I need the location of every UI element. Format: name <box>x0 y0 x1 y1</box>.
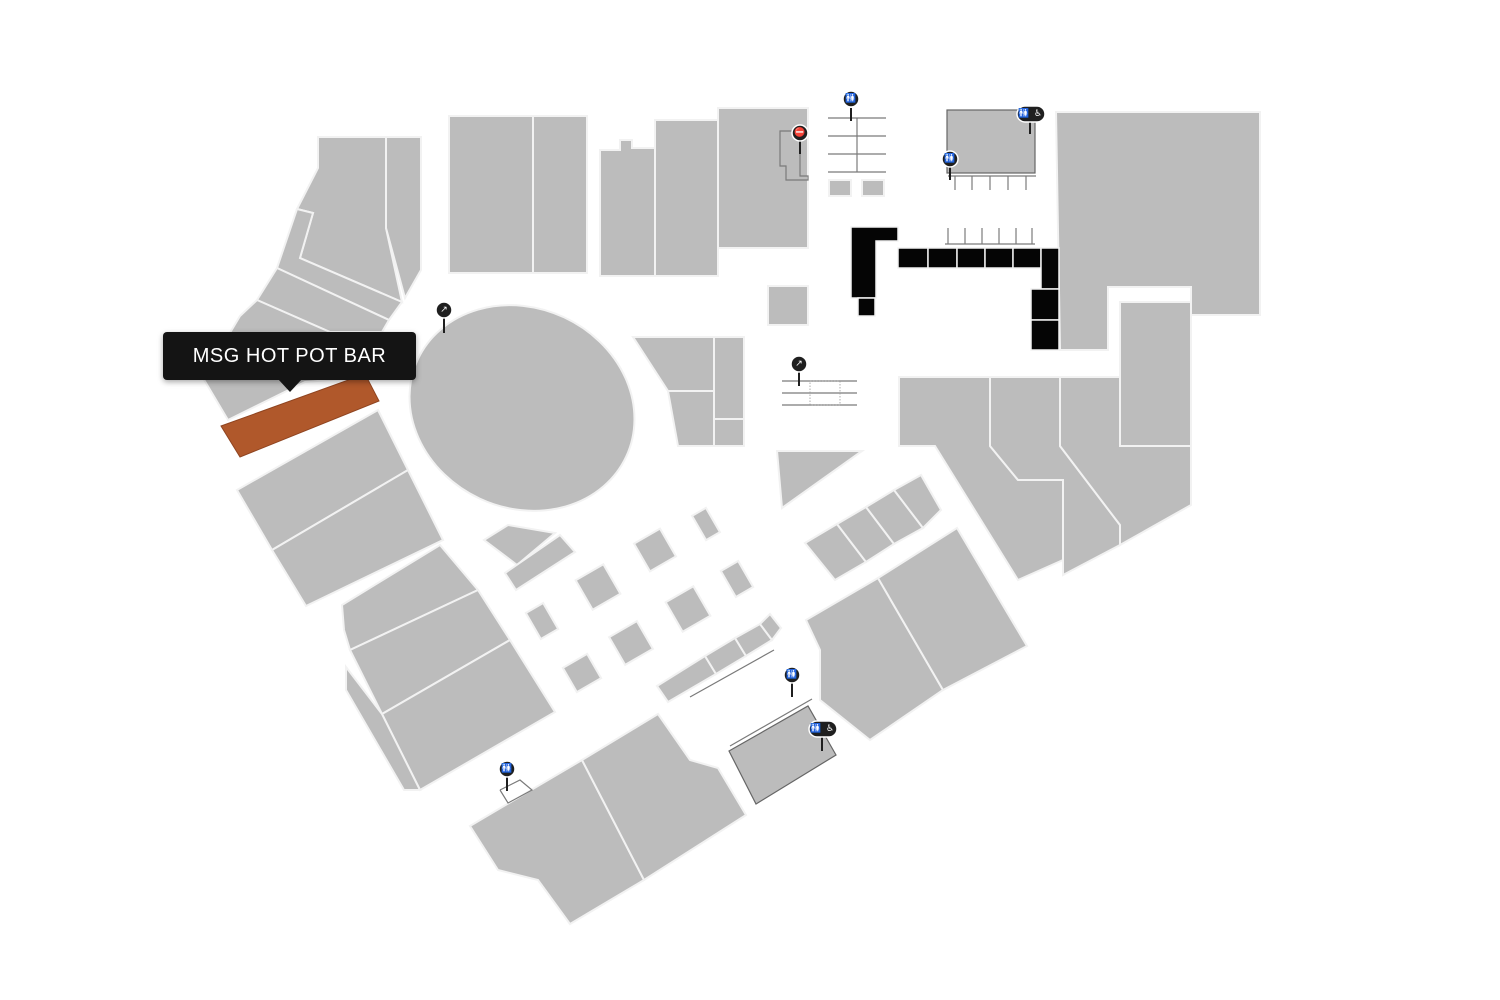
parking-bays <box>689 649 813 747</box>
store-unit[interactable] <box>655 654 718 704</box>
kiosk[interactable] <box>690 506 722 542</box>
store-unit[interactable] <box>599 139 656 277</box>
kiosk[interactable] <box>719 559 755 599</box>
kiosk[interactable] <box>503 533 577 592</box>
unavailable-units <box>850 226 1060 351</box>
tooltip-pointer <box>278 379 302 392</box>
store-unit[interactable] <box>1119 301 1192 447</box>
kiosk[interactable] <box>482 523 558 567</box>
store-unit[interactable] <box>654 119 719 277</box>
store-unit[interactable] <box>580 712 748 882</box>
store-unit[interactable] <box>631 336 715 392</box>
store-unit[interactable] <box>532 115 588 274</box>
kiosk[interactable] <box>524 601 560 641</box>
store-unit[interactable] <box>717 107 809 249</box>
store-unit[interactable] <box>270 468 445 608</box>
store-tooltip[interactable]: MSG HOT POT BAR <box>163 332 416 392</box>
store-unit[interactable] <box>666 390 715 447</box>
stairs <box>782 380 857 406</box>
store-unit[interactable] <box>758 612 783 642</box>
parking-bays <box>948 175 1036 190</box>
restroom-area <box>728 705 837 805</box>
kiosk[interactable] <box>664 584 712 634</box>
anchor-store[interactable] <box>1054 111 1261 351</box>
kiosk[interactable] <box>632 527 678 573</box>
kiosk[interactable] <box>767 285 809 326</box>
central-court-store[interactable] <box>376 269 669 547</box>
restroom-block <box>828 117 886 197</box>
store-unit[interactable] <box>713 418 745 447</box>
store-unit[interactable] <box>876 526 1029 692</box>
store-unit[interactable] <box>385 136 422 301</box>
store-unit[interactable] <box>892 473 943 530</box>
store-unit[interactable] <box>345 664 422 791</box>
store-msg-hot-pot-bar[interactable] <box>220 373 380 458</box>
restroom-area <box>946 109 1036 174</box>
kiosk[interactable] <box>607 619 655 667</box>
kiosk[interactable] <box>574 562 622 612</box>
store-unit[interactable] <box>775 450 866 510</box>
store-unit[interactable] <box>448 115 534 274</box>
restroom-outline <box>499 779 534 804</box>
store-tooltip-label: MSG HOT POT BAR <box>192 344 387 367</box>
parking-bays <box>945 228 1035 245</box>
kiosk[interactable] <box>561 652 603 694</box>
store-unit[interactable] <box>713 336 745 420</box>
